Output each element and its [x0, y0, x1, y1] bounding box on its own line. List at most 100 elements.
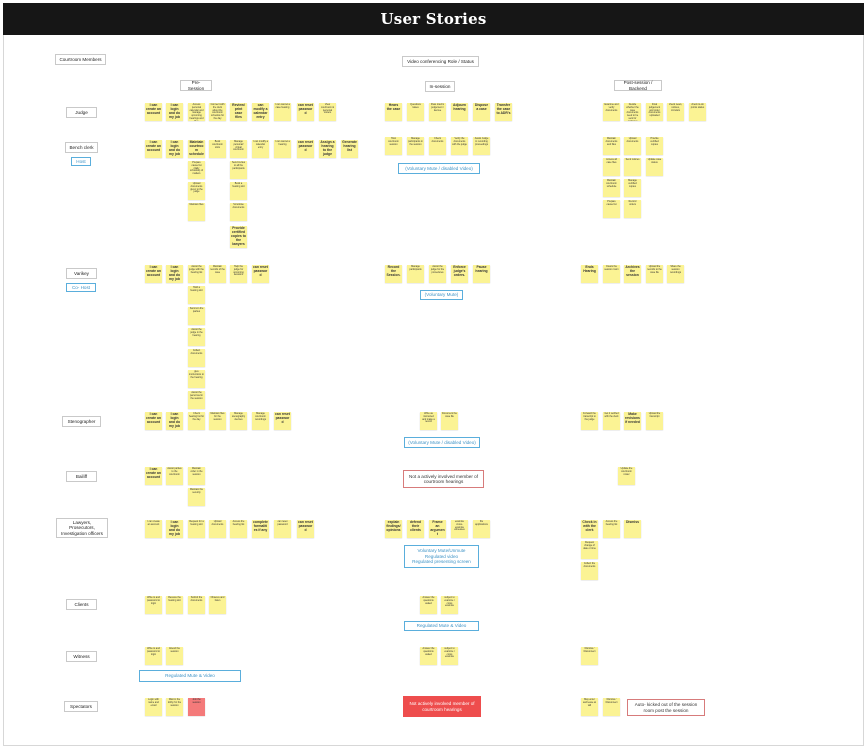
- sticky-note: Ends Hearing: [581, 265, 598, 283]
- sticky-note: I can create an account: [145, 103, 162, 121]
- sticky-note: Manage personal/ virtual courtroom: [230, 140, 247, 158]
- status-spectators-in-session: Not actively involved member of courtroo…: [403, 696, 481, 717]
- sticky-note: Check documents: [429, 137, 446, 155]
- sticky-note: can modify a calendar entry: [252, 103, 269, 121]
- status-spectators-post-session: Auto- kicked out of the session room pos…: [627, 699, 705, 716]
- sticky-note: Book courtroom slots: [209, 140, 226, 158]
- sticky-note: I can create an account: [145, 140, 162, 158]
- sticky-note: can reset password: [252, 265, 269, 283]
- phase-post-session: Post-session / Backend: [614, 80, 662, 91]
- sticky-note: Write as instructed and make a record: [420, 412, 437, 430]
- page-title: User Stories: [380, 10, 487, 28]
- sticky-note: Assist the judge in the hearing: [188, 328, 205, 346]
- sticky-note: Make revisions if needed: [624, 412, 641, 430]
- sticky-note: I can login and do my job: [166, 412, 183, 430]
- sticky-note: Pass interim judgement / decree: [429, 103, 446, 121]
- status-bailiff-in-session: Not a actively involved member of courtr…: [403, 470, 484, 488]
- sticky-note: Provide certified copies to the lawyers: [230, 226, 247, 248]
- sticky-note: Dismiss: [624, 520, 641, 538]
- sticky-note: I can modify a calendar entry: [252, 140, 269, 158]
- sticky-note: Collect documents: [188, 349, 205, 367]
- sticky-note: Manage participants in the session: [407, 137, 424, 155]
- sticky-note: Assist the personnel in the session: [188, 391, 205, 409]
- sticky-note: Hears the case: [385, 103, 402, 121]
- sticky-note: Assist parties to the courtroom: [166, 467, 183, 485]
- role-witness: Witness: [66, 651, 97, 662]
- sticky-note: Review/ print case files: [230, 103, 247, 121]
- sticky-note: I can login and do my job: [166, 140, 183, 158]
- sticky-note: Attend the session: [166, 647, 183, 665]
- sticky-note: Update the courtroom roster: [618, 467, 635, 485]
- role-varikey: Varikey: [66, 268, 97, 279]
- sticky-note: I can login and do my job: [166, 103, 183, 121]
- sticky-note: Frame an argument: [429, 520, 446, 538]
- status-steno-in-session: (Voluntary Mute / disabled Video): [404, 437, 480, 448]
- sticky-note: Prepare cause list: [603, 200, 620, 218]
- sticky-note: can reset password: [274, 412, 291, 430]
- sticky-note: Request for a hearing slot: [188, 520, 205, 538]
- sticky-note: Forward the transcript to the judge: [581, 412, 598, 430]
- status-lawyer-in-session: Voluntary Mute/Unmute Regulated video Re…: [404, 545, 479, 568]
- role-bench-clerk: Bench clerk: [65, 142, 98, 153]
- sticky-note: Examine and verify documents: [603, 103, 620, 121]
- role-spectators: Spectators: [64, 701, 98, 712]
- sticky-note: May enter and leave at will: [581, 698, 598, 716]
- sticky-note: Upload the records to the case file: [646, 265, 663, 283]
- sticky-note: Maintain records of the case: [209, 265, 226, 283]
- sticky-note: Send notices: [624, 158, 641, 176]
- sticky-note: Maintain courtroom schedule: [603, 179, 620, 197]
- sticky-note: Upload documents: [624, 137, 641, 155]
- sticky-note: Summon the parties: [188, 307, 205, 325]
- sticky-note: Maintain the security: [188, 488, 205, 506]
- page-header: User Stories: [3, 3, 864, 35]
- sticky-note: Generate hearing list: [341, 140, 358, 158]
- sticky-note: Host courtroom session: [385, 137, 402, 155]
- main-column-header: Video conferencing Role / Status: [402, 56, 479, 67]
- phase-pre-session: Pre- Session: [180, 80, 212, 91]
- sticky-note: Share the session recordings: [667, 265, 684, 283]
- sticky-note: can reset password: [297, 520, 314, 538]
- role-clients: Clients: [66, 599, 97, 610]
- sticky-note: Maintain files for the session: [209, 412, 226, 430]
- sticky-note: Send invites to all the participants: [230, 161, 247, 179]
- sticky-note: check to-do points status: [689, 103, 706, 121]
- sticky-note: Manage participants: [407, 265, 424, 283]
- co-host-tag: Co- Host: [66, 283, 96, 292]
- sticky-note: Collect the documents: [581, 562, 598, 580]
- sticky-note: I can cancel a case hearing: [274, 103, 291, 121]
- sticky-note: can reset password: [274, 520, 291, 538]
- sticky-note: Record orders: [624, 200, 641, 218]
- sticky-note: subject to examine / cross examine: [441, 647, 458, 665]
- sticky-note: I can login and do my job: [166, 520, 183, 538]
- phase-in-session: In-session: [425, 81, 455, 92]
- sticky-note: Manage certified copies: [624, 179, 641, 197]
- sticky-note: Assist the judge with the hearing list: [188, 265, 205, 283]
- sticky-note: I can create an account: [145, 265, 162, 283]
- sticky-note: can reset password: [297, 140, 314, 158]
- sticky-note: I can create an account: [145, 467, 162, 485]
- sticky-note: can reset password: [297, 103, 314, 121]
- sticky-note: Provide certified copies: [646, 137, 663, 155]
- sticky-note: Adjourn hearing: [451, 103, 468, 121]
- role-judge: Judge: [66, 107, 97, 118]
- sticky-note: give instructions to the hearing: [188, 370, 205, 388]
- sticky-note: Get it verified with the clerk: [603, 412, 620, 430]
- role-stenographer: Stenographer: [62, 416, 101, 427]
- sticky-note: Access the hearing list: [603, 520, 620, 538]
- sticky-note: Verify the documents with the judge: [451, 137, 468, 155]
- sticky-note-red: Join the session: [188, 698, 205, 716]
- sticky-note: I can create an account: [145, 520, 162, 538]
- sticky-note: Access personal calendar and manage upco…: [188, 103, 205, 121]
- sticky-note: Decide whether the case documents need t…: [624, 103, 641, 121]
- sticky-note: file applications: [473, 520, 490, 538]
- status-bench-in-session: (Voluntary Mute / disabled Video): [398, 163, 480, 174]
- sticky-note: Questions raises: [407, 103, 424, 121]
- sticky-note: View courtroom & personal rosters: [319, 103, 336, 121]
- sticky-note: Maintain courtroom schedule: [188, 140, 205, 158]
- sticky-note: Receive the hearing slot: [166, 596, 183, 614]
- sticky-note: Maintain order in the session: [188, 467, 205, 485]
- sticky-note: Assign a hearing to the judge: [319, 140, 336, 158]
- sticky-note: Dismiss / Disconnect: [603, 698, 620, 716]
- sticky-note: Scrutinise documents: [230, 203, 247, 221]
- sticky-note: Login with name and email: [145, 698, 162, 716]
